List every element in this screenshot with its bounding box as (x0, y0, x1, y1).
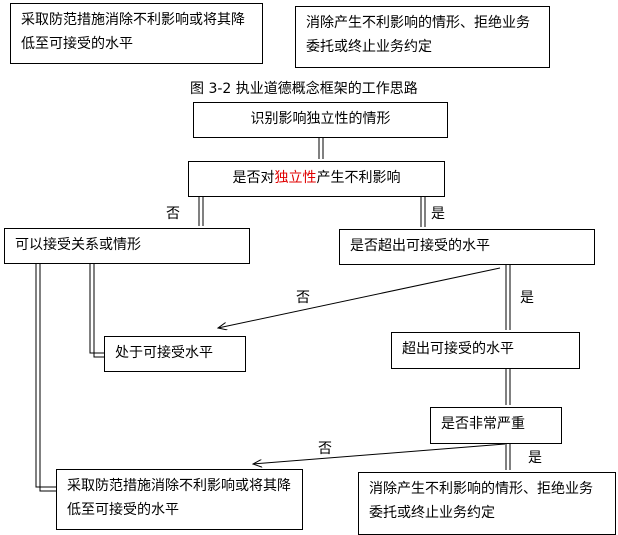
node-exceed-question: 是否超出可接受的水平 (339, 229, 595, 265)
arrow-no2 (218, 267, 501, 328)
label-yes-2: 是 (520, 290, 534, 306)
figure-caption: 图 3-2 执业道德概念框架的工作思路 (190, 81, 418, 97)
double-arrow-no1 (198, 196, 204, 226)
node-at-acceptable: 处于可接受水平 (104, 336, 246, 372)
feedback-mitigate (35, 264, 56, 492)
q1-highlight: 独立性 (274, 170, 317, 186)
node-acceptable-relation: 可以接受关系或情形 (4, 228, 250, 264)
top-eliminate-box: 消除产生不利影响的情形、拒绝业务委托或终止业务约定 (295, 6, 550, 68)
double-arrow-yes2 (505, 265, 511, 330)
node-exceeds: 超出可接受的水平 (391, 332, 580, 369)
double-arrow-exceeds-to-severe (505, 369, 511, 405)
label-no-3: 否 (318, 441, 332, 457)
feedback-at-acceptable (89, 264, 104, 358)
arrow-no3 (253, 443, 506, 464)
double-arrow-yes1 (420, 196, 426, 227)
node-identify: 识别影响独立性的情形 (193, 102, 448, 138)
top-mitigate-box: 采取防范措施消除不利影响或将其降低至可接受的水平 (10, 3, 263, 64)
label-no-2: 否 (296, 290, 310, 306)
label-no-1: 否 (166, 206, 180, 222)
q1-post: 产生不利影响 (316, 170, 401, 186)
label-yes-1: 是 (431, 206, 445, 222)
node-question-independence: 是否对独立性产生不利影响 (188, 161, 445, 197)
double-arrow-identify-to-q1 (318, 137, 324, 159)
node-eliminate: 消除产生不利影响的情形、拒绝业务委托或终止业务约定 (358, 472, 616, 535)
node-severe-question: 是否非常严重 (430, 407, 562, 444)
label-yes-3: 是 (528, 450, 542, 466)
q1-pre: 是否对 (232, 170, 275, 186)
node-mitigate: 采取防范措施消除不利影响或将其降低至可接受的水平 (56, 469, 303, 530)
double-arrow-yes3 (505, 444, 511, 470)
